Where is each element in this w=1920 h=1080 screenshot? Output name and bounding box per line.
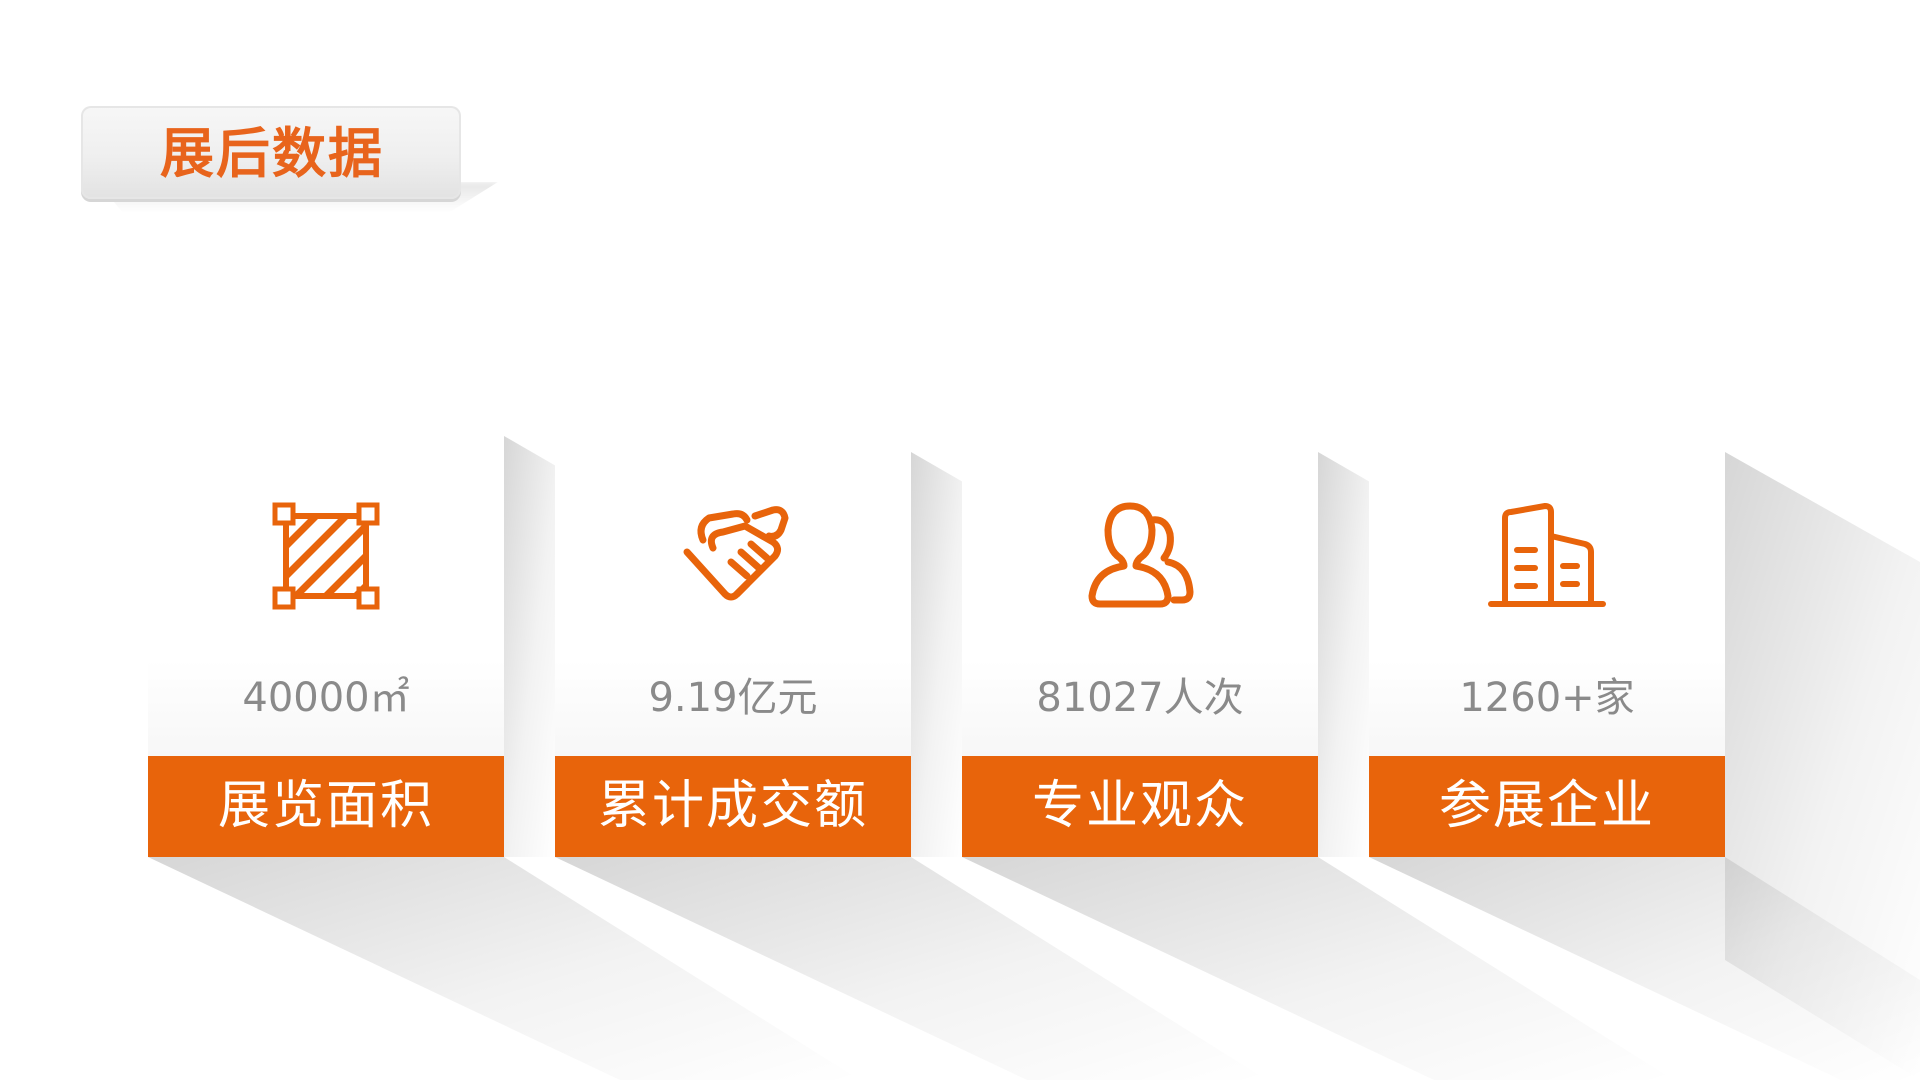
stat-card-visitors: 81027人次 专业观众 [962, 436, 1318, 857]
stat-label: 专业观众 [962, 756, 1318, 857]
card-bottom-shadow-4 [1369, 857, 1920, 1080]
stat-label: 参展企业 [1369, 756, 1725, 857]
stat-card-exhibitors: 1260+家 参展企业 [1369, 436, 1725, 857]
card-background [962, 436, 1318, 756]
people-icon [1080, 496, 1200, 616]
stat-card-deals: 9.19亿元 累计成交额 [555, 436, 911, 857]
card-bottom-shadow-3 [962, 857, 1674, 1080]
card-top-fade [962, 436, 1318, 454]
slide-title: 展后数据 [160, 122, 384, 185]
stat-value: 81027人次 [1036, 675, 1244, 721]
card-bottom-shadow-1 [148, 857, 860, 1080]
stat-label: 展览面积 [148, 756, 504, 857]
card-top-fade [1369, 436, 1725, 454]
card-shadow-3 [1318, 452, 1370, 857]
stat-value: 9.19亿元 [648, 675, 818, 721]
stat-label: 累计成交额 [555, 756, 911, 857]
card-shadow-2 [911, 452, 963, 857]
stat-value: 40000㎡ [242, 675, 410, 721]
card-shadow-1 [504, 436, 556, 857]
area-icon [266, 496, 386, 616]
stat-value: 1260+家 [1459, 675, 1635, 721]
card-shadow-4 [1725, 452, 1920, 1080]
handshake-icon [673, 496, 793, 616]
title-tab [81, 106, 461, 199]
buildings-icon [1487, 496, 1607, 616]
card-top-fade [148, 436, 504, 454]
stat-card-area: 40000㎡ 展览面积 [148, 436, 504, 857]
card-background [1369, 436, 1725, 756]
card-bottom-shadow-2 [555, 857, 1267, 1080]
card-top-fade [555, 436, 911, 454]
